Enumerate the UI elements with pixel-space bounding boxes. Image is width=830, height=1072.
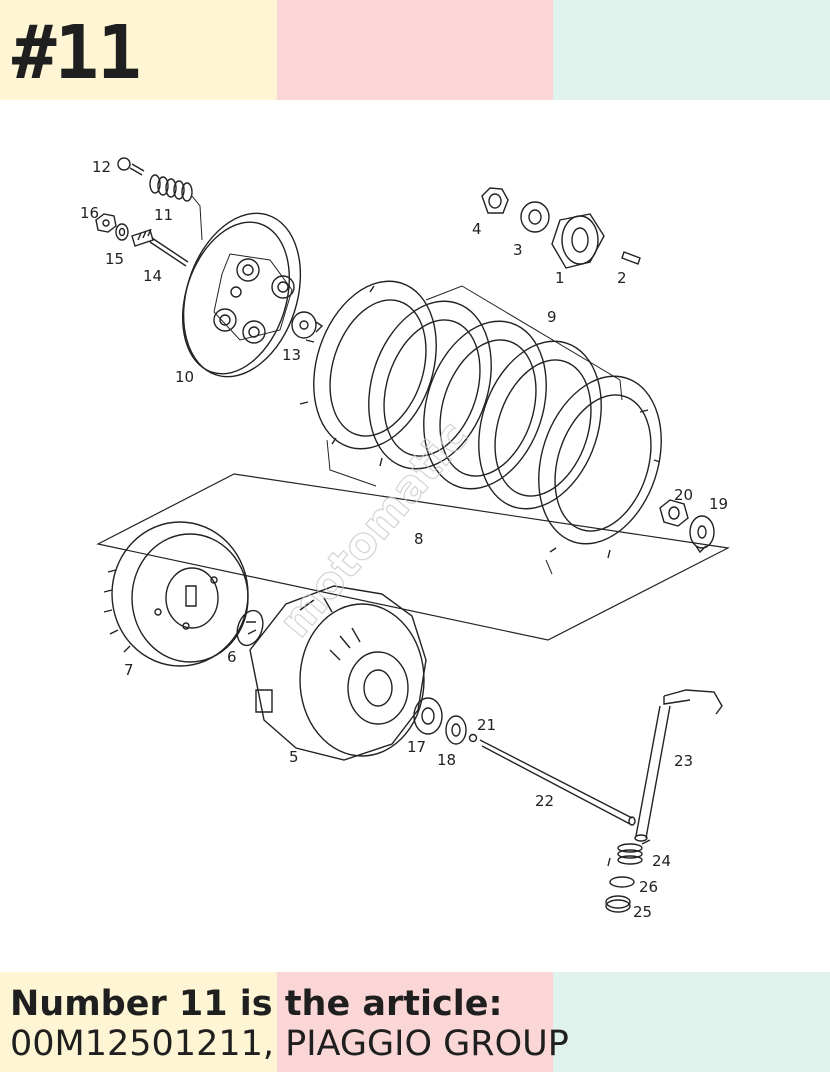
- part-label-2: 2: [617, 269, 627, 287]
- part-label-12: 12: [92, 158, 111, 176]
- part-label-1: 1: [555, 269, 565, 287]
- part-label-5: 5: [289, 748, 299, 766]
- part-7-clutch-bell: [103, 521, 249, 667]
- part-24-spring: [607, 839, 651, 867]
- part-12-screw: [117, 157, 145, 176]
- part-label-6: 6: [227, 648, 237, 666]
- part-label-14: 14: [143, 267, 162, 285]
- header-band-mint: [553, 0, 830, 100]
- part-label-3: 3: [513, 241, 523, 259]
- part-17-washer: [413, 697, 443, 735]
- part-label-16: 16: [80, 204, 99, 222]
- header-band-pink: [277, 0, 553, 100]
- part-25-bushing: [605, 895, 631, 913]
- caption-band-mint: [553, 972, 830, 1072]
- caption-band: [0, 972, 830, 1072]
- part-20-nut: [659, 499, 689, 527]
- part-label-10: 10: [175, 368, 194, 386]
- part-label-15: 15: [105, 250, 124, 268]
- part-22-pushrod: [479, 739, 636, 826]
- part-label-25: 25: [633, 903, 652, 921]
- part-label-7: 7: [124, 661, 134, 679]
- part-19-lockwasher: [689, 515, 715, 554]
- part-label-4: 4: [472, 220, 482, 238]
- part-label-22: 22: [535, 792, 554, 810]
- part-13-nut: [291, 311, 324, 339]
- part-21-ball: [468, 733, 478, 743]
- caption-band-pink: [277, 972, 553, 1072]
- part-26-circlip: [609, 876, 635, 888]
- part-label-21: 21: [477, 716, 496, 734]
- part-label-11: 11: [154, 206, 173, 224]
- part-label-20: 20: [674, 486, 693, 504]
- part-2-pin: [621, 251, 641, 265]
- header-band-yellow: [0, 0, 277, 100]
- part-3-washer: [520, 201, 550, 233]
- part-label-9: 9: [547, 308, 557, 326]
- part-18-washer: [445, 715, 467, 745]
- caption-article: 00M12501211, PIAGGIO GROUP: [10, 1024, 569, 1064]
- part-14-bolt: [131, 228, 189, 267]
- header-band: #11: [0, 0, 830, 100]
- part-6-washer: [236, 609, 264, 647]
- part-5-clutch-housing: [249, 585, 427, 761]
- part-label-8: 8: [414, 530, 424, 548]
- part-label-19: 19: [709, 495, 728, 513]
- part-9-clutch-discs: [299, 280, 662, 559]
- caption-heading: Number 11 is the article:: [10, 984, 503, 1024]
- part-label-24: 24: [652, 852, 671, 870]
- part-label-17: 17: [407, 738, 426, 756]
- part-number-title: #11: [12, 10, 142, 96]
- part-label-23: 23: [674, 752, 693, 770]
- part-1-bushing: [551, 213, 605, 269]
- part-16-nut: [95, 213, 117, 233]
- part-4-nut: [481, 187, 509, 214]
- part-15-washer: [115, 223, 129, 241]
- part-label-18: 18: [437, 751, 456, 769]
- part-11-spring: [149, 174, 203, 241]
- clutch-exploded-diagram: motomatic 123456789101112131415161718192…: [80, 157, 730, 921]
- part-label-13: 13: [282, 346, 301, 364]
- part-label-26: 26: [639, 878, 658, 896]
- part-10-pressure-plate: [181, 212, 302, 378]
- part-23-lever-shaft: [634, 689, 723, 842]
- caption-band-yellow: [0, 972, 277, 1072]
